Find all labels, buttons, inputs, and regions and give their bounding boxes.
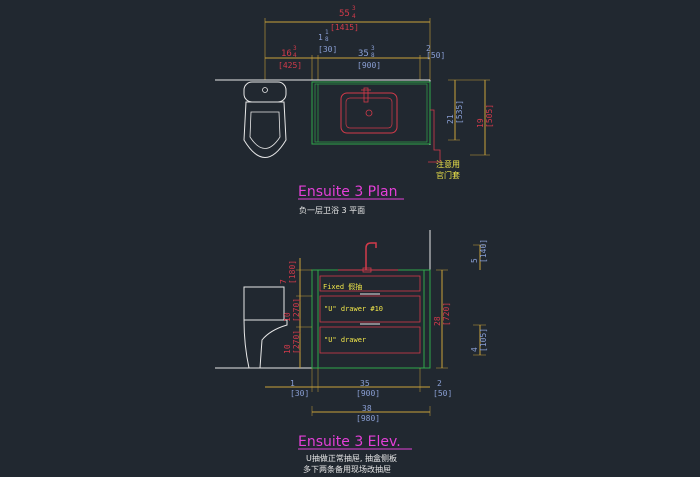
elev-dim-r1-imperial: 28 (433, 316, 442, 326)
plan-dim-toilet-den: 4 (293, 52, 297, 59)
elev-dim-l2-imperial: 10 (283, 312, 292, 322)
plan-dim-vanity-den: 8 (371, 52, 375, 59)
elev-drawer-bottom (319, 326, 421, 354)
elev-toilet (243, 286, 288, 369)
elev-faucet (362, 242, 377, 273)
plan-dim-end-metric: [50] (426, 51, 445, 60)
plan-total-frac-den: 4 (352, 13, 356, 20)
elev-title: Ensuite 3 Elev. (298, 434, 401, 450)
elev-note-line2: 多下两条备用现场改抽屉 (303, 464, 391, 474)
elev-label-drawer1: "U" drawer #10 (324, 305, 383, 313)
elev-note-line1: U抽做正常抽屉, 抽盒侧板 (306, 453, 397, 463)
elev-dim-b2-imperial: 35 (360, 379, 370, 388)
elev-bottom-dimensions: 1 [30] 35 [900] 2 [50] 38 [980] (265, 368, 452, 423)
elev-dim-r3-imperial: 4 (470, 347, 479, 352)
plan-total-metric: [1415] (330, 23, 359, 32)
plan-dim-depth-metric: [535] (455, 100, 464, 124)
plan-vanity (311, 81, 431, 145)
plan-dim-gap-metric: [30] (318, 45, 337, 54)
elev-drawer-top (319, 295, 421, 323)
elev-dim-b1-imperial: 1 (290, 379, 295, 388)
plan-total-dimension: 55 3 4 [1415] (264, 5, 431, 80)
plan-toilet (243, 81, 287, 158)
elev-dim-b2-metric: [900] (356, 389, 380, 398)
plan-dim-gap-imperial: 1 (318, 33, 323, 42)
plan-dim-gap-den: 8 (325, 36, 329, 43)
elev-dim-l2-metric: [270] (292, 298, 301, 322)
elev-right-dimensions: 28 [720] 5 [140] 4 [105] (433, 239, 488, 369)
plan-dim-vanity-num: 3 (371, 45, 375, 52)
plan-total-frac-num: 3 (352, 5, 356, 12)
plan-dim-vanity-metric: [900] (357, 61, 381, 70)
plan-right-dimensions: 21 [535] 19 [505] (446, 79, 494, 156)
plan-subtitle: 负一层卫浴 3 平面 (299, 205, 365, 215)
plan-dim-outer-metric: [505] (485, 104, 494, 128)
plan-dim-outer-imperial: 19 (476, 118, 485, 128)
plan-dim-toilet-num: 3 (293, 45, 297, 52)
plan-title: Ensuite 3 Plan (298, 184, 397, 200)
elev-dim-r2-imperial: 5 (470, 258, 479, 263)
elev-dim-r1-metric: [720] (442, 302, 451, 326)
plan-dim-vanity-imperial: 35 (358, 49, 369, 59)
plan-total-imperial: 55 (339, 9, 350, 19)
elev-dim-b1-metric: [30] (290, 389, 309, 398)
elev-vanity: Fixed 假抽 "U" drawer #10 "U" drawer (311, 269, 431, 369)
elev-fixed-drawer (319, 275, 421, 292)
elevation-view: Fixed 假抽 "U" drawer #10 "U" drawer 7 [18… (215, 230, 488, 474)
elev-left-dimensions: 7 [180] 10 [270] 10 [270] (279, 258, 312, 368)
elev-label-fixed: Fixed 假抽 (323, 282, 362, 291)
plan-dim-end-imperial: 2 (426, 44, 431, 53)
plan-dim-depth-imperial: 21 (446, 114, 455, 124)
elev-dim-r3-metric: [105] (479, 328, 488, 352)
elev-dim-r2-metric: [140] (479, 239, 488, 263)
elev-dim-total-imperial: 38 (362, 404, 372, 413)
elev-dim-l1-metric: [180] (288, 260, 297, 284)
elev-dim-total-metric: [980] (356, 414, 380, 423)
elev-dim-l3-imperial: 10 (283, 344, 292, 354)
elev-dim-l1-imperial: 7 (279, 279, 288, 284)
plan-door-note: 注意用 官门套 (428, 109, 460, 180)
plan-dim-toilet-metric: [425] (278, 61, 302, 70)
plan-note-line1: 注意用 (436, 159, 460, 169)
plan-segment-dimensions: 16 3 4 [425] 1 1 8 [30] 35 3 8 [900] 2 [… (265, 29, 445, 80)
elev-label-drawer2: "U" drawer (324, 336, 366, 344)
plan-view: 55 3 4 [1415] 16 3 4 [425] 1 1 8 [30] 35… (215, 5, 494, 215)
elev-dim-b3-imperial: 2 (437, 379, 442, 388)
elev-dim-l3-metric: [270] (292, 330, 301, 354)
plan-dim-gap-num: 1 (325, 29, 329, 36)
plan-dim-toilet-imperial: 16 (281, 49, 292, 59)
plan-note-line2: 官门套 (436, 170, 460, 180)
elev-dim-b3-metric: [50] (433, 389, 452, 398)
